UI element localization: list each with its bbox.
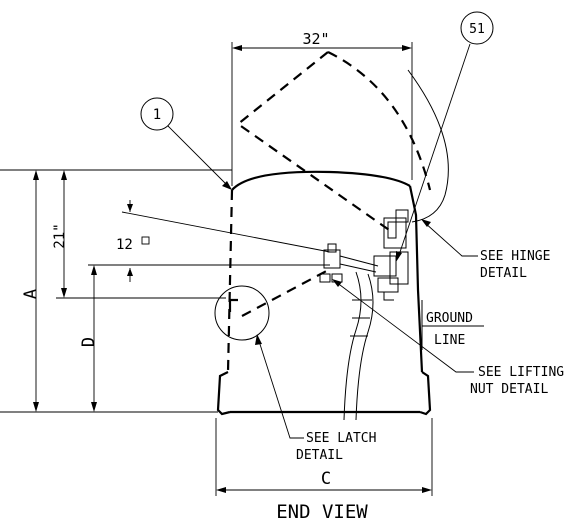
- balloon-1: 1: [140, 97, 232, 190]
- dimension-a-label: A: [21, 289, 41, 299]
- ground-line-marker: [421, 300, 484, 350]
- dimension-21: 21": [52, 170, 68, 298]
- dimension-32-label: 32": [302, 30, 329, 48]
- enclosure-left-side: [226, 189, 234, 373]
- dimension-d-label: D: [79, 337, 99, 347]
- open-lid-outline: [236, 51, 393, 233]
- open-lid-arc: [327, 51, 432, 191]
- lifting-callout: SEE LIFTING NUT DETAIL: [332, 279, 564, 397]
- hinge-callout-line2: DETAIL: [480, 266, 527, 281]
- balloon-51: 51: [396, 11, 494, 262]
- enclosure-left-foot: [216, 371, 231, 416]
- dimension-32: 32": [231, 30, 413, 186]
- balloon-51-label: 51: [469, 22, 485, 37]
- angle-label: 12: [116, 237, 133, 253]
- enclosure-body: [216, 170, 432, 416]
- ground-callout-line2: LINE: [434, 333, 465, 348]
- enclosure-right-foot: [419, 371, 432, 416]
- enclosure-right-side: [408, 185, 424, 373]
- enclosure-top-curve: [231, 170, 411, 191]
- dimension-c: C: [215, 418, 433, 496]
- latch-callout-line1: SEE LATCH: [306, 431, 376, 446]
- hinge-callout: SEE HINGE DETAIL: [421, 219, 550, 281]
- angle-dimension: 12: [116, 200, 331, 282]
- dimension-a: A: [21, 170, 41, 412]
- latch-dashed-link: [241, 267, 333, 317]
- hinge-hardware: [373, 209, 409, 301]
- lid-swing-arc: [407, 69, 449, 223]
- hinge-callout-line1: SEE HINGE: [480, 249, 550, 264]
- cable-conduit: [343, 271, 374, 421]
- lifting-callout-line2: NUT DETAIL: [470, 382, 548, 397]
- latch-hook: [228, 298, 238, 312]
- lifting-callout-line1: SEE LIFTING: [478, 365, 564, 380]
- degree-symbol: [141, 236, 150, 245]
- balloon-1-label: 1: [153, 107, 161, 123]
- open-lid: [236, 51, 432, 233]
- dimension-c-label: C: [321, 469, 331, 489]
- dimension-21-label: 21": [52, 223, 68, 248]
- latch-callout: SEE LATCH DETAIL: [255, 334, 376, 463]
- dimension-d: D: [79, 265, 99, 412]
- view-title: END VIEW: [276, 501, 368, 523]
- ground-callout: GROUND LINE: [426, 311, 473, 348]
- latch-callout-line2: DETAIL: [296, 448, 343, 463]
- latch-detail-circle: [214, 285, 270, 341]
- ground-callout-line1: GROUND: [426, 311, 473, 326]
